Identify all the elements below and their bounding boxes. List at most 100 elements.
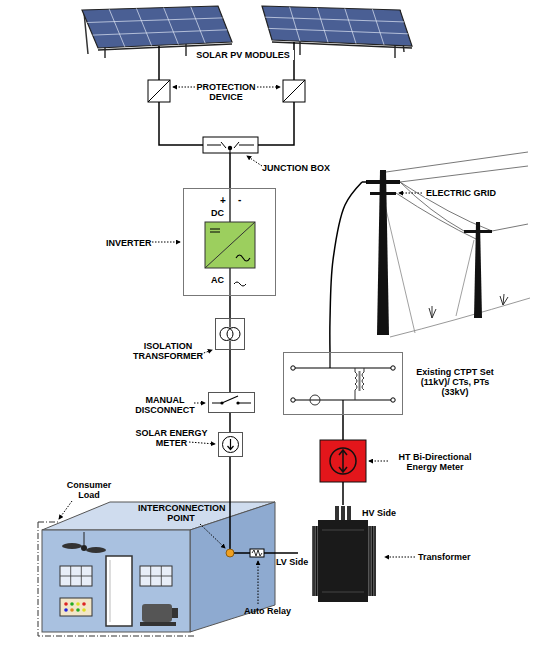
transformer-illustration [312,506,376,602]
building-illustration [226,549,234,557]
electric-grid-illustration [474,222,482,318]
dc-wire [159,42,294,145]
bidirectional-meter: HT Bi-Directional Energy Meter [320,440,366,482]
building-illustration [86,547,106,553]
leader-line [59,87,422,604]
leader-line [258,561,259,604]
building-illustration [172,608,178,618]
building-illustration [62,543,82,549]
protection-device-symbol [148,80,170,102]
inverter-box: INVERTER+-DCAC [183,188,276,296]
leader-line [247,156,262,166]
protection-device-symbol [148,80,170,102]
wire-connector [275,552,298,554]
electric-grid-illustration [386,152,528,240]
leader-line [385,557,415,558]
inverter-symbol [205,188,255,296]
building-illustration [82,608,86,612]
building-illustration [252,550,262,556]
solar-energy-meter: SOLAR ENERGY METER [218,432,243,457]
symbol-label: - [238,194,241,205]
ctpt-set-symbol [310,395,320,405]
leader-line [200,524,225,548]
callout-label: HV Side [362,508,396,518]
ctpt-set-symbol [391,398,395,402]
building-illustration [142,604,172,622]
callout-label: SOLAR PV MODULES [192,50,294,60]
building-illustration [140,566,172,586]
protection-device-symbol [283,80,305,102]
ctpt-set-symbol [330,352,343,415]
electric-grid-illustration [385,205,474,333]
solar-panel [82,6,232,48]
callout-label: Consumer Load [64,480,114,500]
electric-grid-illustration [362,152,530,337]
protection-device-symbol [148,80,305,102]
wire-connector [229,153,231,188]
disconnect-switch-symbol [212,396,251,405]
inverter-symbol [205,222,255,268]
leader-line [194,403,205,404]
solar-panel [87,7,227,47]
wire-connector [229,296,231,318]
leader-line [399,193,422,194]
junction-box-symbol [203,137,258,153]
ctpt-set-symbol [355,368,364,400]
building-illustration [38,522,195,636]
isolation-transformer-symbol [229,318,230,350]
manual-disconnect: MANUAL DISCONNECT [208,392,255,413]
transformer-illustration [314,526,375,596]
symbol-label: INTERCONNECTION POINT [138,503,224,523]
consumer-building: Consumer LoadINTERCONNECTION POINTAuto R… [35,497,275,637]
transformer-illustration [312,526,318,596]
inverter-symbol [210,229,220,232]
wire-connector [342,482,344,505]
junction-box-symbol [228,146,232,150]
electric-grid-illustration [429,294,508,318]
wire-connector [330,182,362,352]
meter-symbol [228,439,234,450]
ctpt-set-symbol [295,368,391,400]
isolation-transformer-symbol [227,328,240,341]
symbol-label: + [220,195,226,206]
ctpt-set-symbol [359,371,361,391]
symbol-label: Auto Relay [244,606,291,616]
electric-grid-illustration [370,192,396,195]
symbol-label: LV Side [276,557,308,567]
electric-grid: ELECTRIC GRID [362,165,530,337]
callout-label: MANUAL DISCONNECT [129,395,201,415]
wire-connector [158,60,160,80]
building-illustration [140,622,176,626]
wire-connector [229,413,231,432]
solar-panel [265,7,408,45]
solar-panel [98,42,412,50]
leader-line [59,501,72,519]
transformer: HV SideTransformerLV Side [298,505,388,605]
wire-connector [159,102,203,145]
ctpt-set-symbol [291,352,395,415]
leader-line [152,242,180,243]
leader-line [257,87,280,88]
inverter-symbol [234,282,246,286]
building-illustration [81,545,87,551]
building-illustration [230,497,275,553]
inverter-symbol [205,222,255,268]
dc-wire [258,102,294,145]
callout-label: HT Bi-Directional Energy Meter [390,452,480,472]
callout-label: Existing CTPT Set (11kV)/ CTs, PTs (33kV… [409,367,501,397]
building-illustration [70,602,74,606]
energy-meter-symbol [339,450,347,472]
symbol-label: DC [211,208,224,218]
inverter-symbol [236,255,250,261]
transformer-illustration [318,520,368,602]
ctpt-set: Existing CTPT Set (11kV)/ CTs, PTs (33kV… [283,352,403,415]
protection-device-symbol [283,80,305,102]
electric-grid-illustration [366,180,400,184]
building-illustration [82,602,86,606]
disconnect-switch-symbol [220,401,223,404]
building-illustration [38,497,275,636]
building-illustration [64,602,68,606]
dc-wire [158,46,160,60]
